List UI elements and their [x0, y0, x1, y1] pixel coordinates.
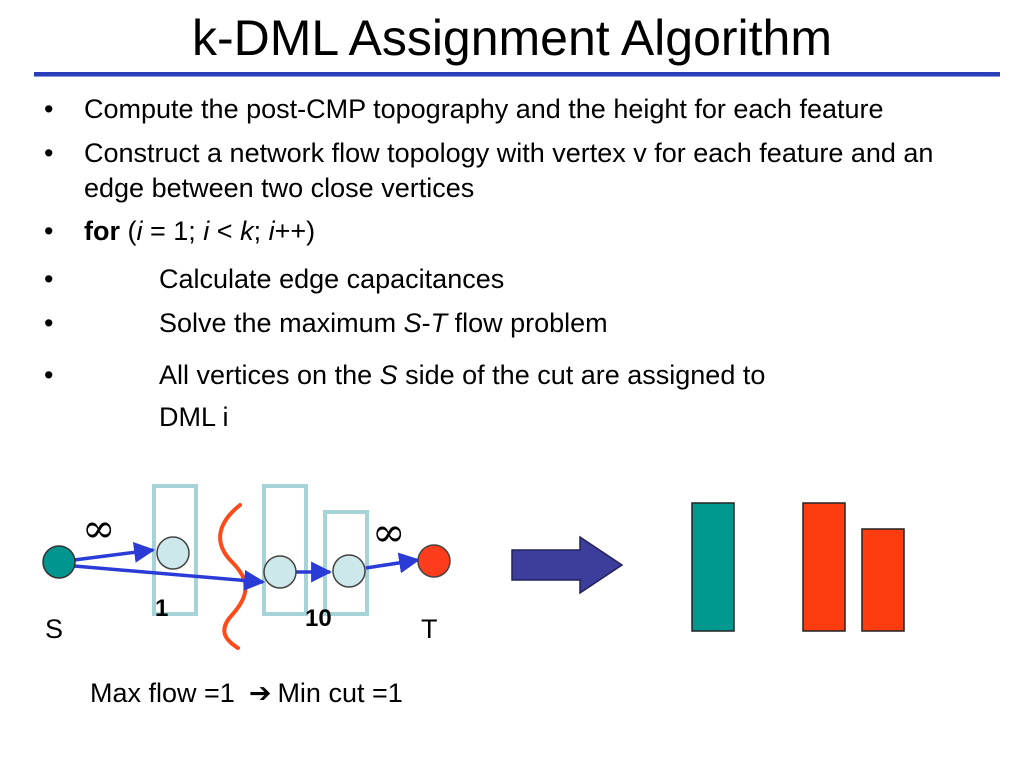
- flow-network-diagram: S T 1 10 ∞ ∞: [42, 484, 905, 650]
- bullet-dot: •: [44, 94, 54, 124]
- dml2-block: [861, 528, 905, 632]
- bullet-text: Calculate edge capacitances: [159, 264, 505, 294]
- feature-vertex: [263, 555, 297, 589]
- bullet-text: Construct a network flow topology with v…: [84, 138, 934, 203]
- edge-v3-to-sink: [365, 552, 421, 574]
- bullet-item: • for (i = 1; i < k; i++): [44, 214, 994, 249]
- loop-bound: k: [240, 216, 254, 246]
- slide-title: k-DML Assignment Algorithm: [191, 10, 833, 66]
- text-run: flow problem: [447, 308, 608, 338]
- max-flow-text: Max flow =1: [90, 678, 235, 708]
- for-open: (: [120, 216, 137, 246]
- bullet-item: • Calculate edge capacitances: [44, 262, 994, 297]
- infinity-label: ∞: [372, 510, 405, 556]
- bullet-text: Solve the maximum S-T flow problem: [159, 306, 994, 341]
- text-run: Solve the maximum: [159, 308, 404, 338]
- sink-vertex: [417, 544, 451, 578]
- text-run: -: [421, 308, 431, 338]
- for-keyword: for: [84, 216, 120, 246]
- bullet-dot: •: [44, 216, 54, 246]
- feature-vertex: [156, 536, 190, 570]
- bullet-text-continuation: DML i: [159, 402, 229, 432]
- bullet-item: • Construct a network flow topology with…: [44, 136, 994, 206]
- bullet-text: Compute the post-CMP topography and the …: [84, 94, 884, 124]
- infinity-label: ∞: [82, 506, 115, 552]
- capacity-label: 1: [155, 595, 168, 622]
- source-symbol: S: [403, 308, 422, 338]
- loop-var: i: [203, 216, 210, 246]
- loop-var: i: [268, 216, 275, 246]
- source-symbol: S: [379, 360, 398, 390]
- bullet-text: All vertices on the S side of the cut ar…: [159, 354, 994, 396]
- bullet-dot: •: [44, 138, 54, 168]
- for-init: = 1;: [142, 216, 204, 246]
- edge-source-to-v2: [73, 564, 266, 591]
- capacity-label: 10: [305, 605, 332, 632]
- min-cut-text: Min cut =1: [277, 678, 403, 708]
- sink-symbol: T: [430, 308, 448, 338]
- right-arrow-icon: ➔: [248, 678, 272, 708]
- source-label: S: [45, 614, 63, 644]
- dml2-block: [802, 502, 846, 632]
- source-vertex: [42, 545, 76, 579]
- bullet-item: • Compute the post-CMP topography and th…: [44, 92, 994, 127]
- text-run: side of the cut are assigned to: [397, 360, 766, 390]
- bullet-item: • All vertices on the S side of the cut …: [44, 354, 994, 438]
- for-increment: ++): [274, 216, 316, 246]
- flow-caption: Max flow =1 ➔Min cut =1: [90, 676, 403, 710]
- sink-label: T: [421, 614, 438, 644]
- feature-box: [262, 484, 308, 616]
- dml1-block: [691, 502, 735, 632]
- bullet-item: • Solve the maximum S-T flow problem: [44, 306, 994, 341]
- bullet-dot: •: [44, 264, 54, 294]
- bullet-list: • Compute the post-CMP topography and th…: [44, 92, 994, 438]
- feature-vertex: [332, 554, 366, 588]
- text-run: All vertices on the: [159, 360, 380, 390]
- for-compare: <: [209, 216, 241, 246]
- edge-source-to-v1: [73, 541, 156, 563]
- min-cut-line: [218, 503, 248, 650]
- bullet-dot: •: [44, 308, 54, 338]
- bullet-dot: •: [44, 360, 54, 390]
- for-loop-line: for (i = 1; i < k; i++): [84, 214, 994, 249]
- title-underline: [34, 72, 1000, 77]
- result-arrow-icon: [511, 535, 624, 595]
- for-semicolon: ;: [253, 216, 269, 246]
- loop-var: i: [136, 216, 143, 246]
